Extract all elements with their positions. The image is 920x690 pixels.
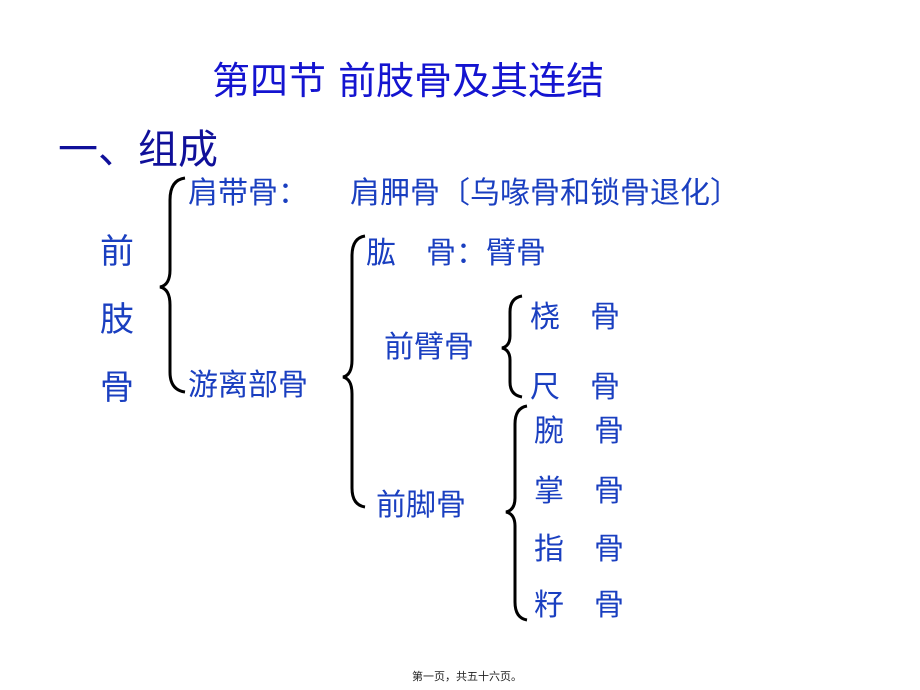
forearm-item: 桡 骨: [530, 300, 620, 335]
slide-title: 第四节 前肢骨及其连结: [212, 59, 605, 103]
free-label: 游离部骨: [188, 368, 308, 403]
humerus: 肱 骨：臂骨: [366, 236, 546, 271]
forefoot-item: 籽 骨: [534, 588, 624, 623]
page-footer: 第一页，共五十六页。: [412, 670, 522, 683]
forefoot-item: 掌 骨: [534, 474, 624, 509]
brace-forearm: [501, 294, 523, 399]
root-char: 骨: [100, 368, 134, 408]
root-char: 前: [100, 232, 134, 272]
brace-forefoot: [505, 404, 528, 622]
root-char: 肢: [100, 300, 134, 340]
forearm-item: 尺 骨: [530, 370, 620, 405]
brace-root: [159, 176, 186, 394]
shoulder-value: 肩胛骨〔乌喙骨和锁骨退化〕: [350, 176, 740, 211]
forefoot-item: 指 骨: [534, 532, 624, 567]
shoulder-label: 肩带骨：: [188, 176, 308, 211]
forefoot-label: 前脚骨: [376, 488, 466, 523]
forefoot-item: 腕 骨: [534, 414, 624, 449]
brace-free: [342, 234, 366, 509]
root-label: 前 肢 骨: [100, 218, 140, 422]
forearm-label: 前臂骨: [384, 330, 474, 365]
section-heading: 一、组成: [58, 127, 218, 173]
